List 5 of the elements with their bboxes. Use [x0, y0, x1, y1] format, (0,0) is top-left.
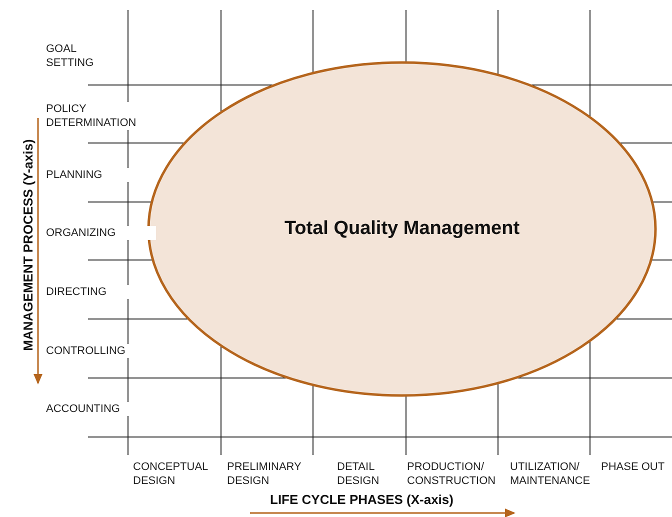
ellipse-node — [147, 61, 657, 397]
axis-title: LIFE CYCLE PHASES (X-axis) — [270, 492, 454, 507]
row-label: ORGANIZING — [46, 226, 156, 240]
axis-title: MANAGEMENT PROCESS (Y-axis) — [20, 139, 36, 351]
node-title: Total Quality Management — [284, 218, 520, 240]
